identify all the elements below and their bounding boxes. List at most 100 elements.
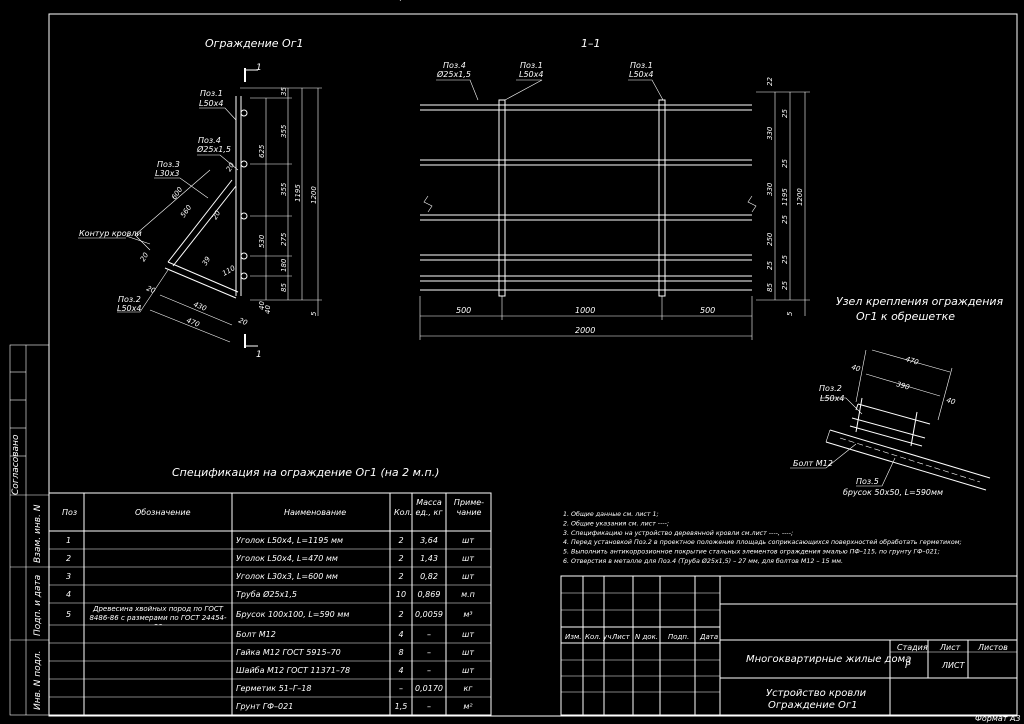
cell-mass: 0,0059	[415, 610, 443, 619]
cell-qty: 4	[398, 666, 403, 675]
general-notes: 1. Общие данные см. лист 1;2. Общие указ…	[563, 510, 962, 565]
section-callout-pos1a-spec: L50x4	[519, 70, 543, 79]
note-line: 5. Выполнить антикоррозионное покрытие с…	[563, 549, 940, 556]
spec-table-grid	[48, 492, 492, 716]
callout-pos2-spec: L50x4	[117, 304, 141, 313]
dim: 20	[145, 284, 157, 295]
section-callout-pos4-spec: Ø25x1,5	[436, 69, 471, 79]
node-callout-pos: Поз.2	[819, 384, 842, 393]
cell-desig-box: Древесина хвойных пород по ГОСТ 8486-86 …	[89, 605, 226, 625]
dim: 1000	[575, 306, 595, 315]
dim: 470	[904, 355, 920, 367]
hdr-desig: Обозначение	[135, 508, 191, 517]
cell-note: м²	[463, 0, 473, 2]
note-line: 3. Спецификацию на устройство деревянной…	[563, 530, 793, 537]
callout-pos3: Поз.3	[157, 160, 180, 169]
node-bolt-label: Болт М12	[793, 459, 833, 468]
dim: 500	[700, 306, 715, 315]
dim: 20	[237, 316, 249, 327]
cell-note: шт	[462, 572, 474, 581]
dim: 1195	[781, 188, 789, 206]
dim: 110	[221, 264, 237, 278]
sheet-title-1: Устройство кровли	[766, 688, 867, 699]
dim: 40	[258, 301, 266, 310]
title-block-text: Изм. Кол. уч Лист N док. Подп. Дата Мног…	[565, 633, 1008, 711]
dim: 5	[786, 311, 794, 316]
note-line: 6. Отверстия в металле для Поз.4 (Труба …	[563, 557, 843, 565]
cell-pos: 4	[66, 590, 71, 599]
cell-qty: –	[399, 684, 403, 693]
rev-h-kol: Кол. уч	[585, 633, 611, 641]
strip-label-vzam: Взам. инв. N	[33, 504, 43, 563]
dim: 20	[225, 161, 237, 173]
sheet-header: Лист	[939, 643, 961, 652]
cell-qty: 1,5	[395, 702, 408, 711]
cell-note: шт	[462, 630, 474, 639]
dim: 25	[781, 109, 789, 118]
dim: 22	[766, 77, 774, 86]
dim: 25	[766, 261, 774, 270]
rev-h-data: Дата	[699, 633, 718, 641]
strip-label-podp: Подп. и дата	[33, 575, 43, 636]
dim: 40	[264, 305, 272, 314]
hdr-mass-box: Масса ед., кг	[415, 498, 443, 517]
node-title-2: Ог1 к обрешетке	[856, 310, 955, 323]
cell-note: м³	[463, 610, 472, 619]
callout-pos2: Поз.2	[118, 295, 141, 304]
cell-name: Уголок L50x4, L=470 мм	[236, 554, 338, 563]
hdr-qty: Кол.	[394, 508, 412, 517]
node-callout-spec: L50x4	[820, 394, 844, 403]
dim: 35	[280, 87, 288, 96]
cell-note: кг	[463, 684, 473, 693]
callout-pos1: Поз.1	[200, 89, 223, 98]
sheets-header: Листов	[977, 643, 1008, 652]
cell-mass: 0,0170	[415, 684, 443, 693]
roof-contour-label: Контур кровли	[79, 229, 142, 238]
cut-mark-top: 1	[256, 63, 262, 73]
cell-mass: –	[427, 702, 431, 711]
cell-qty: 8	[398, 648, 403, 657]
dim: 85	[766, 283, 774, 292]
cell-note: шт	[462, 554, 474, 563]
node-bar-spec: брусок 50x50, L=590мм	[843, 488, 943, 497]
callout-pos4: Поз.4	[198, 136, 221, 145]
cell-name: Брусок 100x100, L=590 мм	[236, 610, 349, 619]
dim: 1195	[294, 184, 302, 202]
cell-note: шт	[462, 666, 474, 675]
cell-qty: 1,5	[395, 0, 408, 2]
cell-note: м.п	[461, 590, 475, 599]
dim: 25	[781, 215, 789, 224]
cell-qty: 2	[398, 572, 403, 581]
hdr-mass: Масса ед., кг	[415, 498, 443, 517]
note-line: 4. Перед установкой Поз.2 в проектное по…	[563, 538, 962, 546]
cell-note: м²	[463, 702, 473, 711]
rev-h-ndok: N док.	[635, 633, 658, 641]
table-row: Эмаль ПФ–1151,5–м²	[235, 0, 473, 2]
cell-mass: –	[427, 630, 431, 639]
cut-mark-bottom: 1	[256, 350, 262, 360]
cell-name: Труба Ø25x1,5	[236, 589, 297, 599]
dim: 5	[310, 311, 318, 316]
cell-name: Эмаль ПФ–115	[235, 0, 297, 2]
view-left-title: Ограждение Ог1	[205, 37, 303, 50]
section-callouts: Поз.4 Ø25x1,5 Поз.1 L50x4 Поз.1 L50x4	[436, 61, 653, 79]
note-line: 1. Общие данные см. лист 1;	[563, 510, 659, 518]
cell-qty: 2	[398, 554, 403, 563]
dim: 1200	[796, 188, 804, 206]
cell-name: Уголок L30x3, L=600 мм	[236, 572, 338, 581]
format-label: Формат А3	[975, 714, 1021, 723]
railing-section-view	[419, 79, 810, 340]
dim: 25	[781, 159, 789, 168]
cell-note: шт	[462, 648, 474, 657]
dim: 180	[280, 258, 288, 272]
section-dims: 500 1000 500 2000 22 330 25 330 25 250 2…	[456, 77, 804, 335]
view-left-callouts: Поз.1 L50x4 Поз.4 Ø25x1,5 Поз.3 L30x3 По…	[79, 63, 262, 360]
